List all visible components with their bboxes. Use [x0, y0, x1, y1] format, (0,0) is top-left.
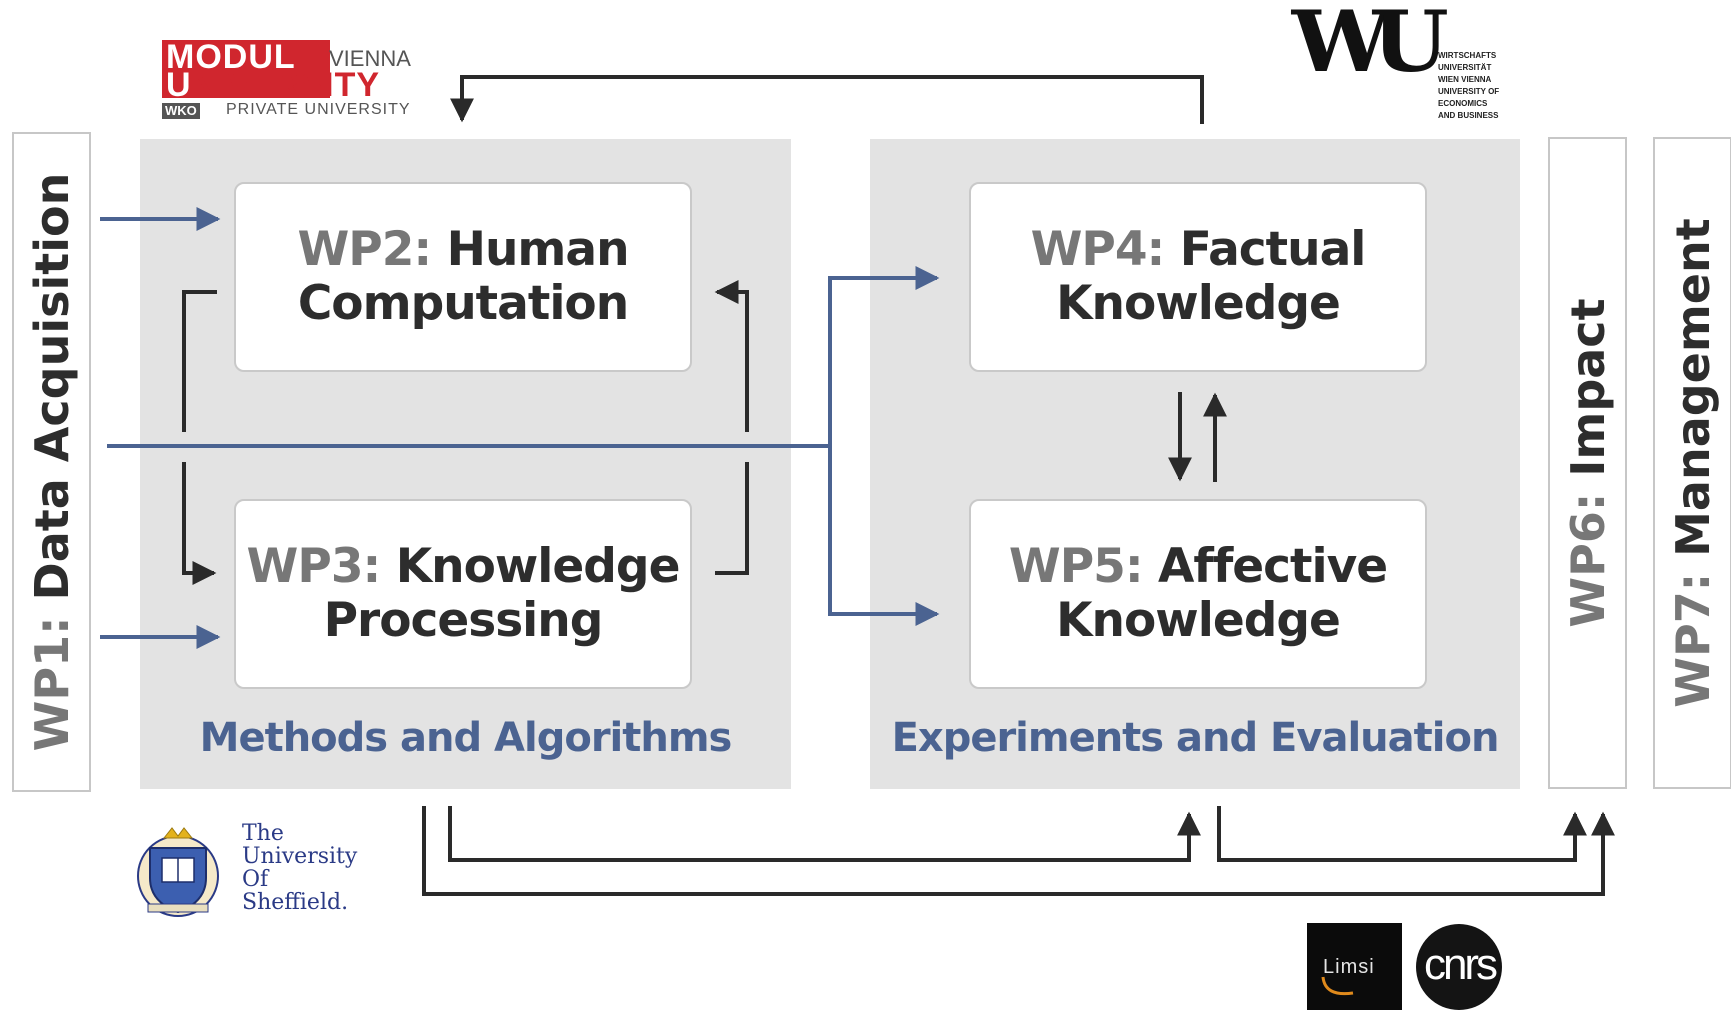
wp5-code: WP5: [1008, 539, 1144, 594]
wp6-bar: WP6: Impact [1548, 137, 1627, 789]
wp1-bar: WP1: Data Acquisition [12, 132, 91, 792]
modul-niversity: NIVERSITY [191, 66, 381, 104]
wp2-code: WP2: [297, 222, 432, 277]
methods-caption: Methods and Algorithms [199, 715, 733, 761]
wp4-title-line2: Knowledge [1056, 276, 1341, 331]
modul-u: U [166, 66, 192, 104]
cnrs-logo: cnrs [1412, 923, 1507, 1010]
wp3-title-line1: Knowledge [395, 539, 681, 594]
arrow-to-wp5 [828, 446, 940, 626]
wp3-code: WP3: [246, 539, 382, 594]
arrow-wp3-to-wp2-upper [714, 280, 749, 432]
arrow-experiments-to-impact [1217, 806, 1587, 862]
wp3-box: WP3: Knowledge Processing [234, 499, 692, 689]
modul-red-block [162, 40, 330, 98]
modul-odul: ODUL [195, 38, 296, 76]
wp2-title-line2: Computation [297, 276, 629, 331]
wu-text: WIRTSCHAFTS UNIVERSITÄT WIEN VIENNA UNIV… [1438, 51, 1500, 120]
arrow-experiments-to-methods [450, 75, 1204, 124]
wp5-title-line1: Affective [1158, 539, 1388, 594]
modul-vienna: VIENNA [329, 46, 411, 71]
wp5-title-line2: Knowledge [1056, 593, 1341, 648]
limsi-logo: Limsi [1307, 923, 1402, 1010]
wp3-title-line2: Processing [323, 593, 604, 648]
sheffield-logo: The University Of Sheffield. [128, 818, 368, 918]
limsi-swoosh-icon [1321, 976, 1354, 996]
wp4-box: WP4: Factual Knowledge [969, 182, 1427, 372]
arrow-to-wp4 [828, 266, 940, 446]
arrow-methods-to-impact [422, 806, 1615, 896]
sheffield-text: The University Of Sheffield. [242, 821, 358, 915]
modul-m: M [166, 38, 196, 76]
modul-university-logo: MODUL VIENNA UNIVERSITY WKO PRIVATE UNIV… [162, 38, 422, 122]
modul-wko: WKO [162, 103, 200, 119]
arrow-wp2-to-wp3-lower [182, 462, 217, 585]
modul-private: PRIVATE UNIVERSITY [226, 101, 411, 118]
limsi-text: Limsi [1323, 956, 1375, 978]
wp4-title-line1: Factual [1179, 222, 1367, 277]
sheffield-crest-icon [137, 827, 219, 917]
wp2-title-line1: Human [446, 222, 630, 277]
wp4-code: WP4: [1030, 222, 1166, 277]
experiments-caption: Experiments and Evaluation [891, 715, 1500, 761]
arrow-wp2-to-wp3 [182, 290, 217, 432]
wp5-box: WP5: Affective Knowledge [969, 499, 1427, 689]
cnrs-text: cnrs [1423, 940, 1498, 989]
wu-logo: WU WIRTSCHAFTS UNIVERSITÄT WIEN VIENNA U… [1292, 0, 1515, 122]
wp7-bar: WP7: Management [1653, 137, 1731, 789]
arrow-wp3-to-wp2 [715, 462, 749, 575]
wp2-box: WP2: Human Computation [234, 182, 692, 372]
arrow-methods-to-experiments [448, 806, 1201, 862]
wu-mark: WU [1291, 0, 1449, 91]
cnrs-disc-icon [1416, 924, 1502, 1010]
